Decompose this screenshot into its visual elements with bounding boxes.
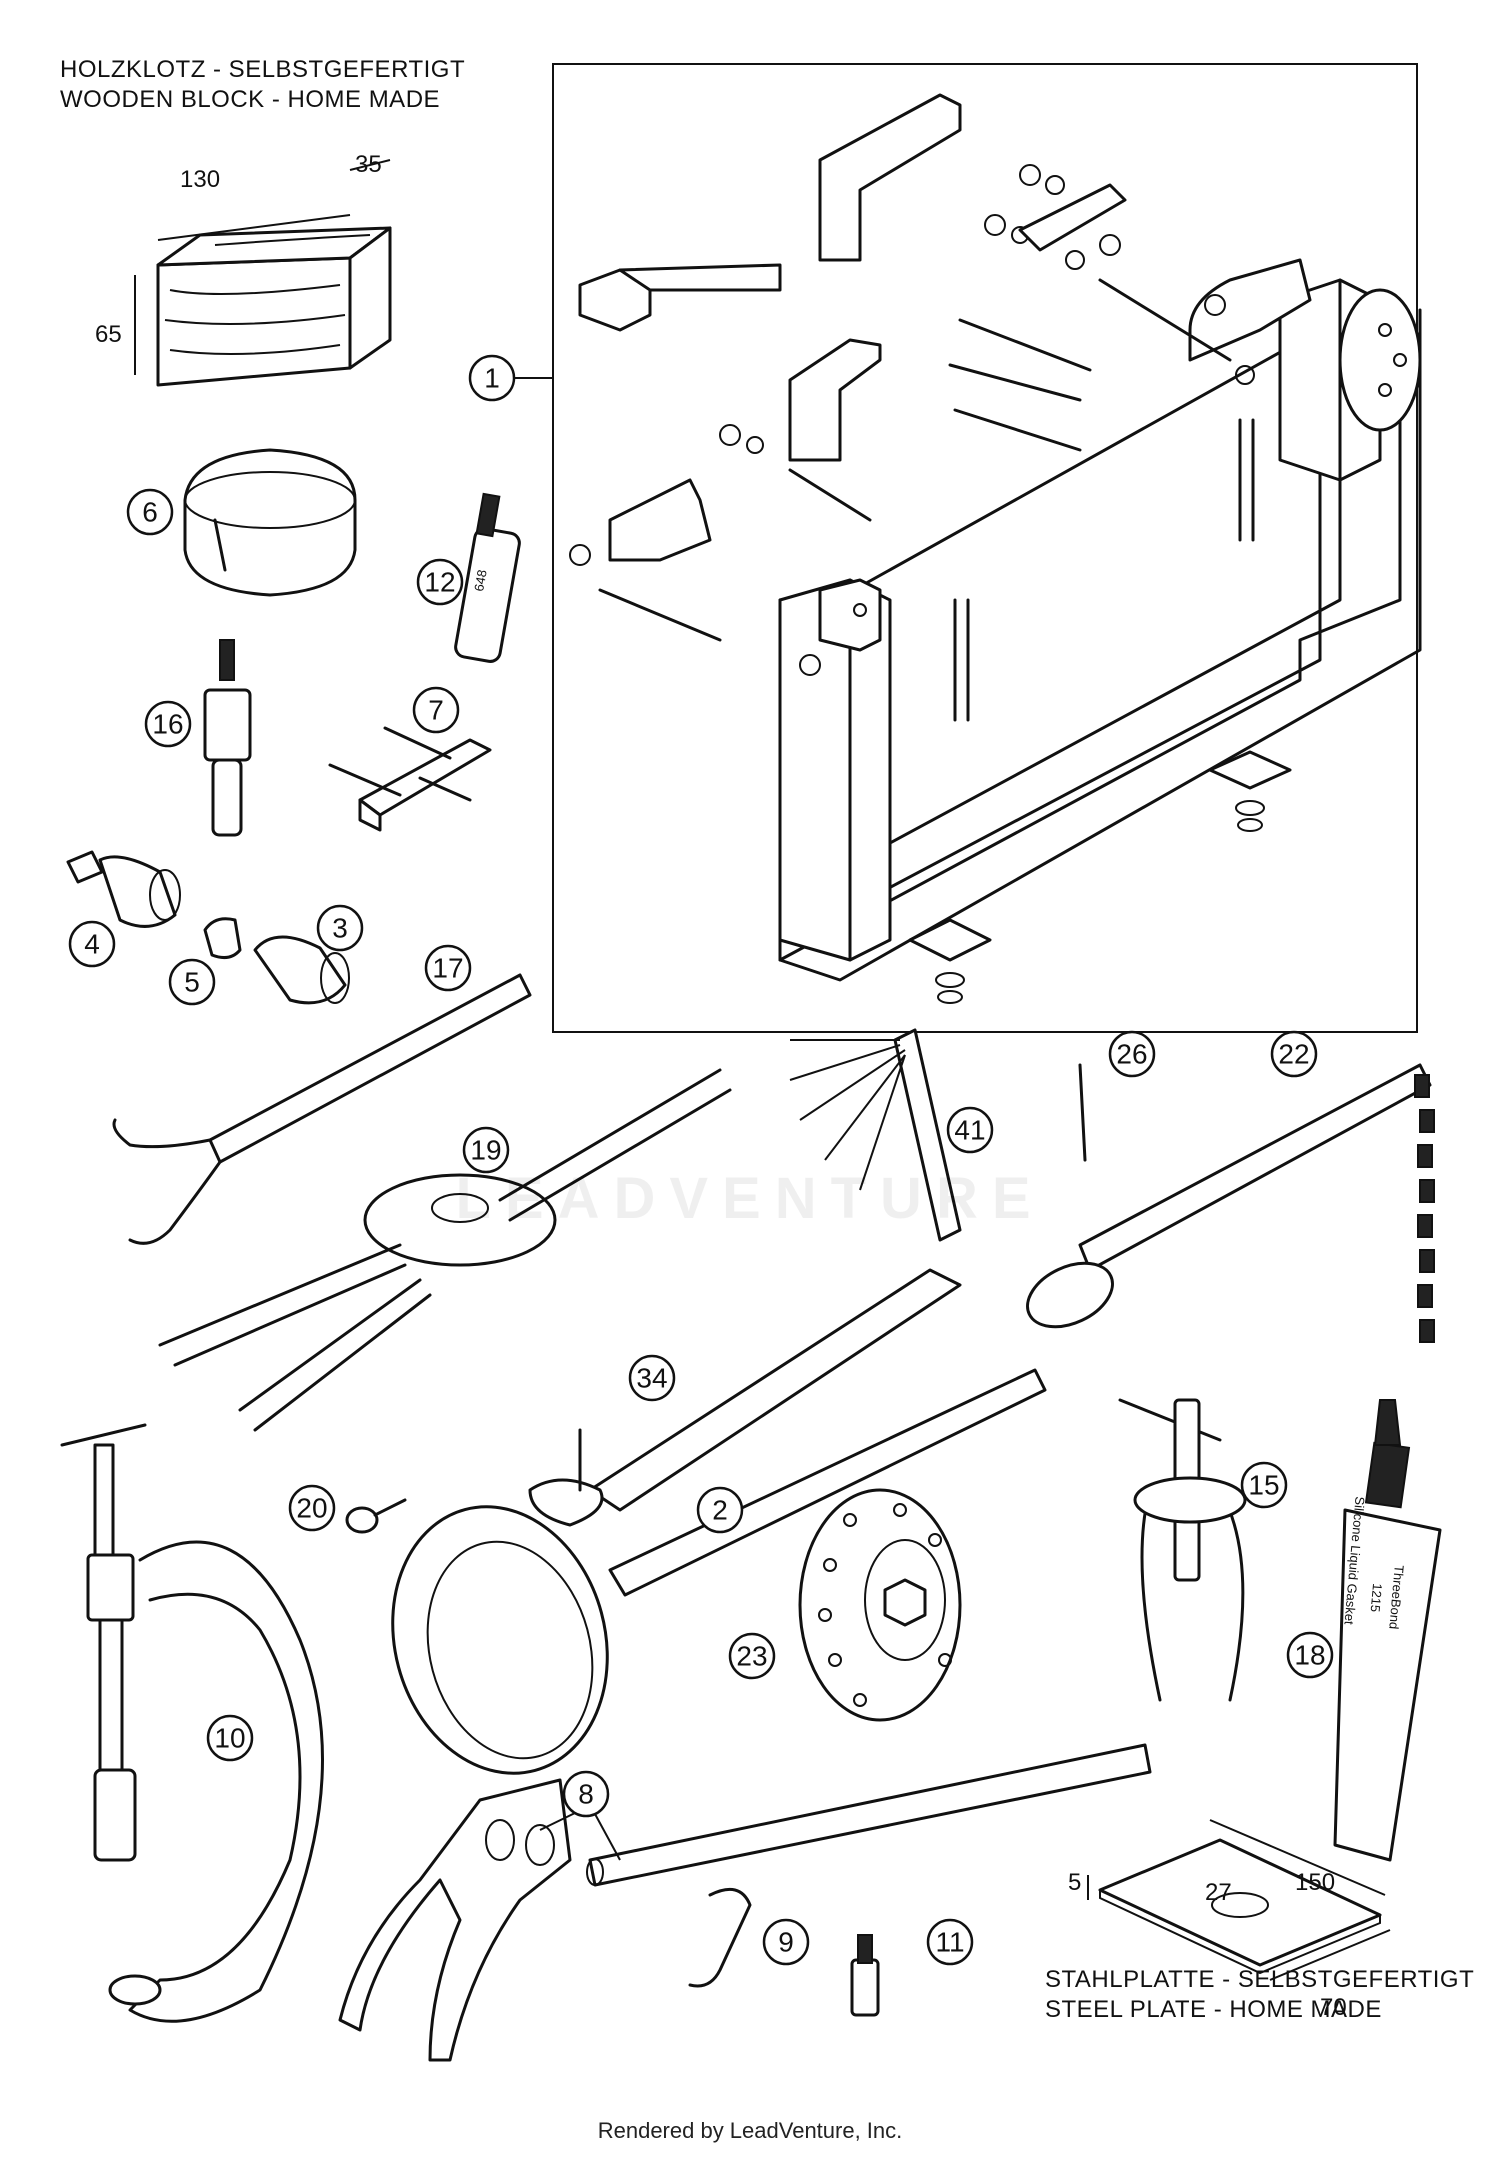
jaw-puller [1118,1398,1247,1702]
slide-puller [203,639,252,837]
svg-text:8: 8 [578,1779,594,1810]
callout-10: 10 [206,1714,254,1762]
callout-23: 23 [728,1632,776,1680]
callout-3: 3 [316,904,364,952]
svg-text:10: 10 [214,1723,245,1754]
watermark: LEADVENTURE [455,1166,1045,1231]
hook-tool [688,1887,752,1988]
holder-wrench [112,973,532,1245]
svg-text:4: 4 [84,929,100,960]
clutch-holder [391,1368,1047,1775]
callout-17: 17 [424,944,472,992]
callout-8: 8 [562,1770,610,1818]
callout-9: 9 [762,1918,810,1966]
svg-text:34: 34 [636,1363,667,1394]
engine-stand-box [552,63,1418,1033]
svg-text:26: 26 [1116,1039,1147,1070]
svg-text:19: 19 [470,1135,501,1166]
bearing-press [60,1423,324,2023]
wooden-block-caption-de: HOLZKLOTZ - SELBSTGEFERTIGT [60,56,466,83]
plate-thickness: 5 [1068,1869,1081,1896]
steel-plate-caption-de: STAHLPLATTE - SELBSTGEFERTIGT [1045,1966,1475,1993]
svg-text:3: 3 [332,913,348,944]
engine-stand [569,93,1422,1004]
callout-12: 12 [416,558,464,606]
small-bottle [850,1934,880,2017]
wood-block-depth: 35 [355,151,382,178]
chain-wrench [1026,1063,1435,1343]
sealant-brand: ThreeBond [1386,1565,1407,1630]
svg-text:22: 22 [1278,1039,1309,1070]
ring-tool [183,448,357,597]
svg-text:2: 2 [712,1495,728,1526]
footer-credit: Rendered by LeadVenture, Inc. [597,2118,903,2143]
clamp-plate [328,726,492,832]
svg-text:1: 1 [484,363,500,394]
steel-plate [1087,1819,1391,1981]
svg-text:9: 9 [778,1927,794,1958]
svg-text:23: 23 [736,1641,767,1672]
plate-hole: 27 [1205,1879,1232,1906]
callout-16: 16 [144,700,192,748]
callout-4: 4 [68,920,116,968]
holding-tool [528,1268,962,1527]
callout-7: 7 [412,686,460,734]
steel-plate-caption: STAHLPLATTE - SELBSTGEFERTIGT STEEL PLAT… [1045,1965,1474,2025]
wood-block-length: 130 [180,166,220,193]
svg-text:5: 5 [184,967,200,998]
flywheel-puller [798,1488,962,1722]
callout-26: 26 [1108,1030,1156,1078]
sealant-number: 1215 [1368,1583,1385,1613]
callout-6: 6 [126,488,174,536]
screw [345,1498,407,1534]
callout-20: 20 [288,1484,336,1532]
svg-text:41: 41 [954,1115,985,1146]
callout-22: 22 [1270,1030,1318,1078]
callout-34: 34 [628,1354,676,1402]
pin [1078,1063,1087,1162]
svg-text:15: 15 [1248,1470,1279,1501]
callout-11: 11 [926,1918,974,1966]
callout-19: 19 [462,1126,510,1174]
svg-text:12: 12 [424,567,455,598]
svg-text:16: 16 [152,709,183,740]
adhesive-label: 648 [471,569,490,593]
wooden-block [134,159,392,387]
svg-text:6: 6 [142,497,158,528]
callout-2: 2 [696,1486,744,1534]
adapter-set [66,850,350,1005]
wooden-block-caption: HOLZKLOTZ - SELBSTGEFERTIGT WOODEN BLOCK… [60,55,465,115]
svg-text:18: 18 [1294,1640,1325,1671]
arm-puller [158,1068,732,1432]
callout-5: 5 [168,958,216,1006]
callout-41: 41 [946,1106,994,1154]
callout-15: 15 [1240,1461,1288,1509]
svg-text:7: 7 [428,695,444,726]
callout-1: 1 [468,354,516,402]
svg-text:17: 17 [432,953,463,984]
plate-width: 70 [1320,1994,1347,2021]
holding-fixture [338,1743,1152,2062]
plate-length: 150 [1295,1869,1335,1896]
wood-block-height: 65 [95,321,122,348]
steel-plate-caption-en: STEEL PLATE - HOME MADE [1045,1996,1382,2023]
wooden-block-caption-en: WOODEN BLOCK - HOME MADE [60,86,441,113]
sealant-tube [1333,1399,1442,1862]
callout-18: 18 [1286,1631,1334,1679]
svg-text:11: 11 [935,1927,964,1958]
feeler-gauge [789,1028,962,1242]
adhesive-bottle [454,492,521,663]
svg-text:20: 20 [296,1493,327,1524]
